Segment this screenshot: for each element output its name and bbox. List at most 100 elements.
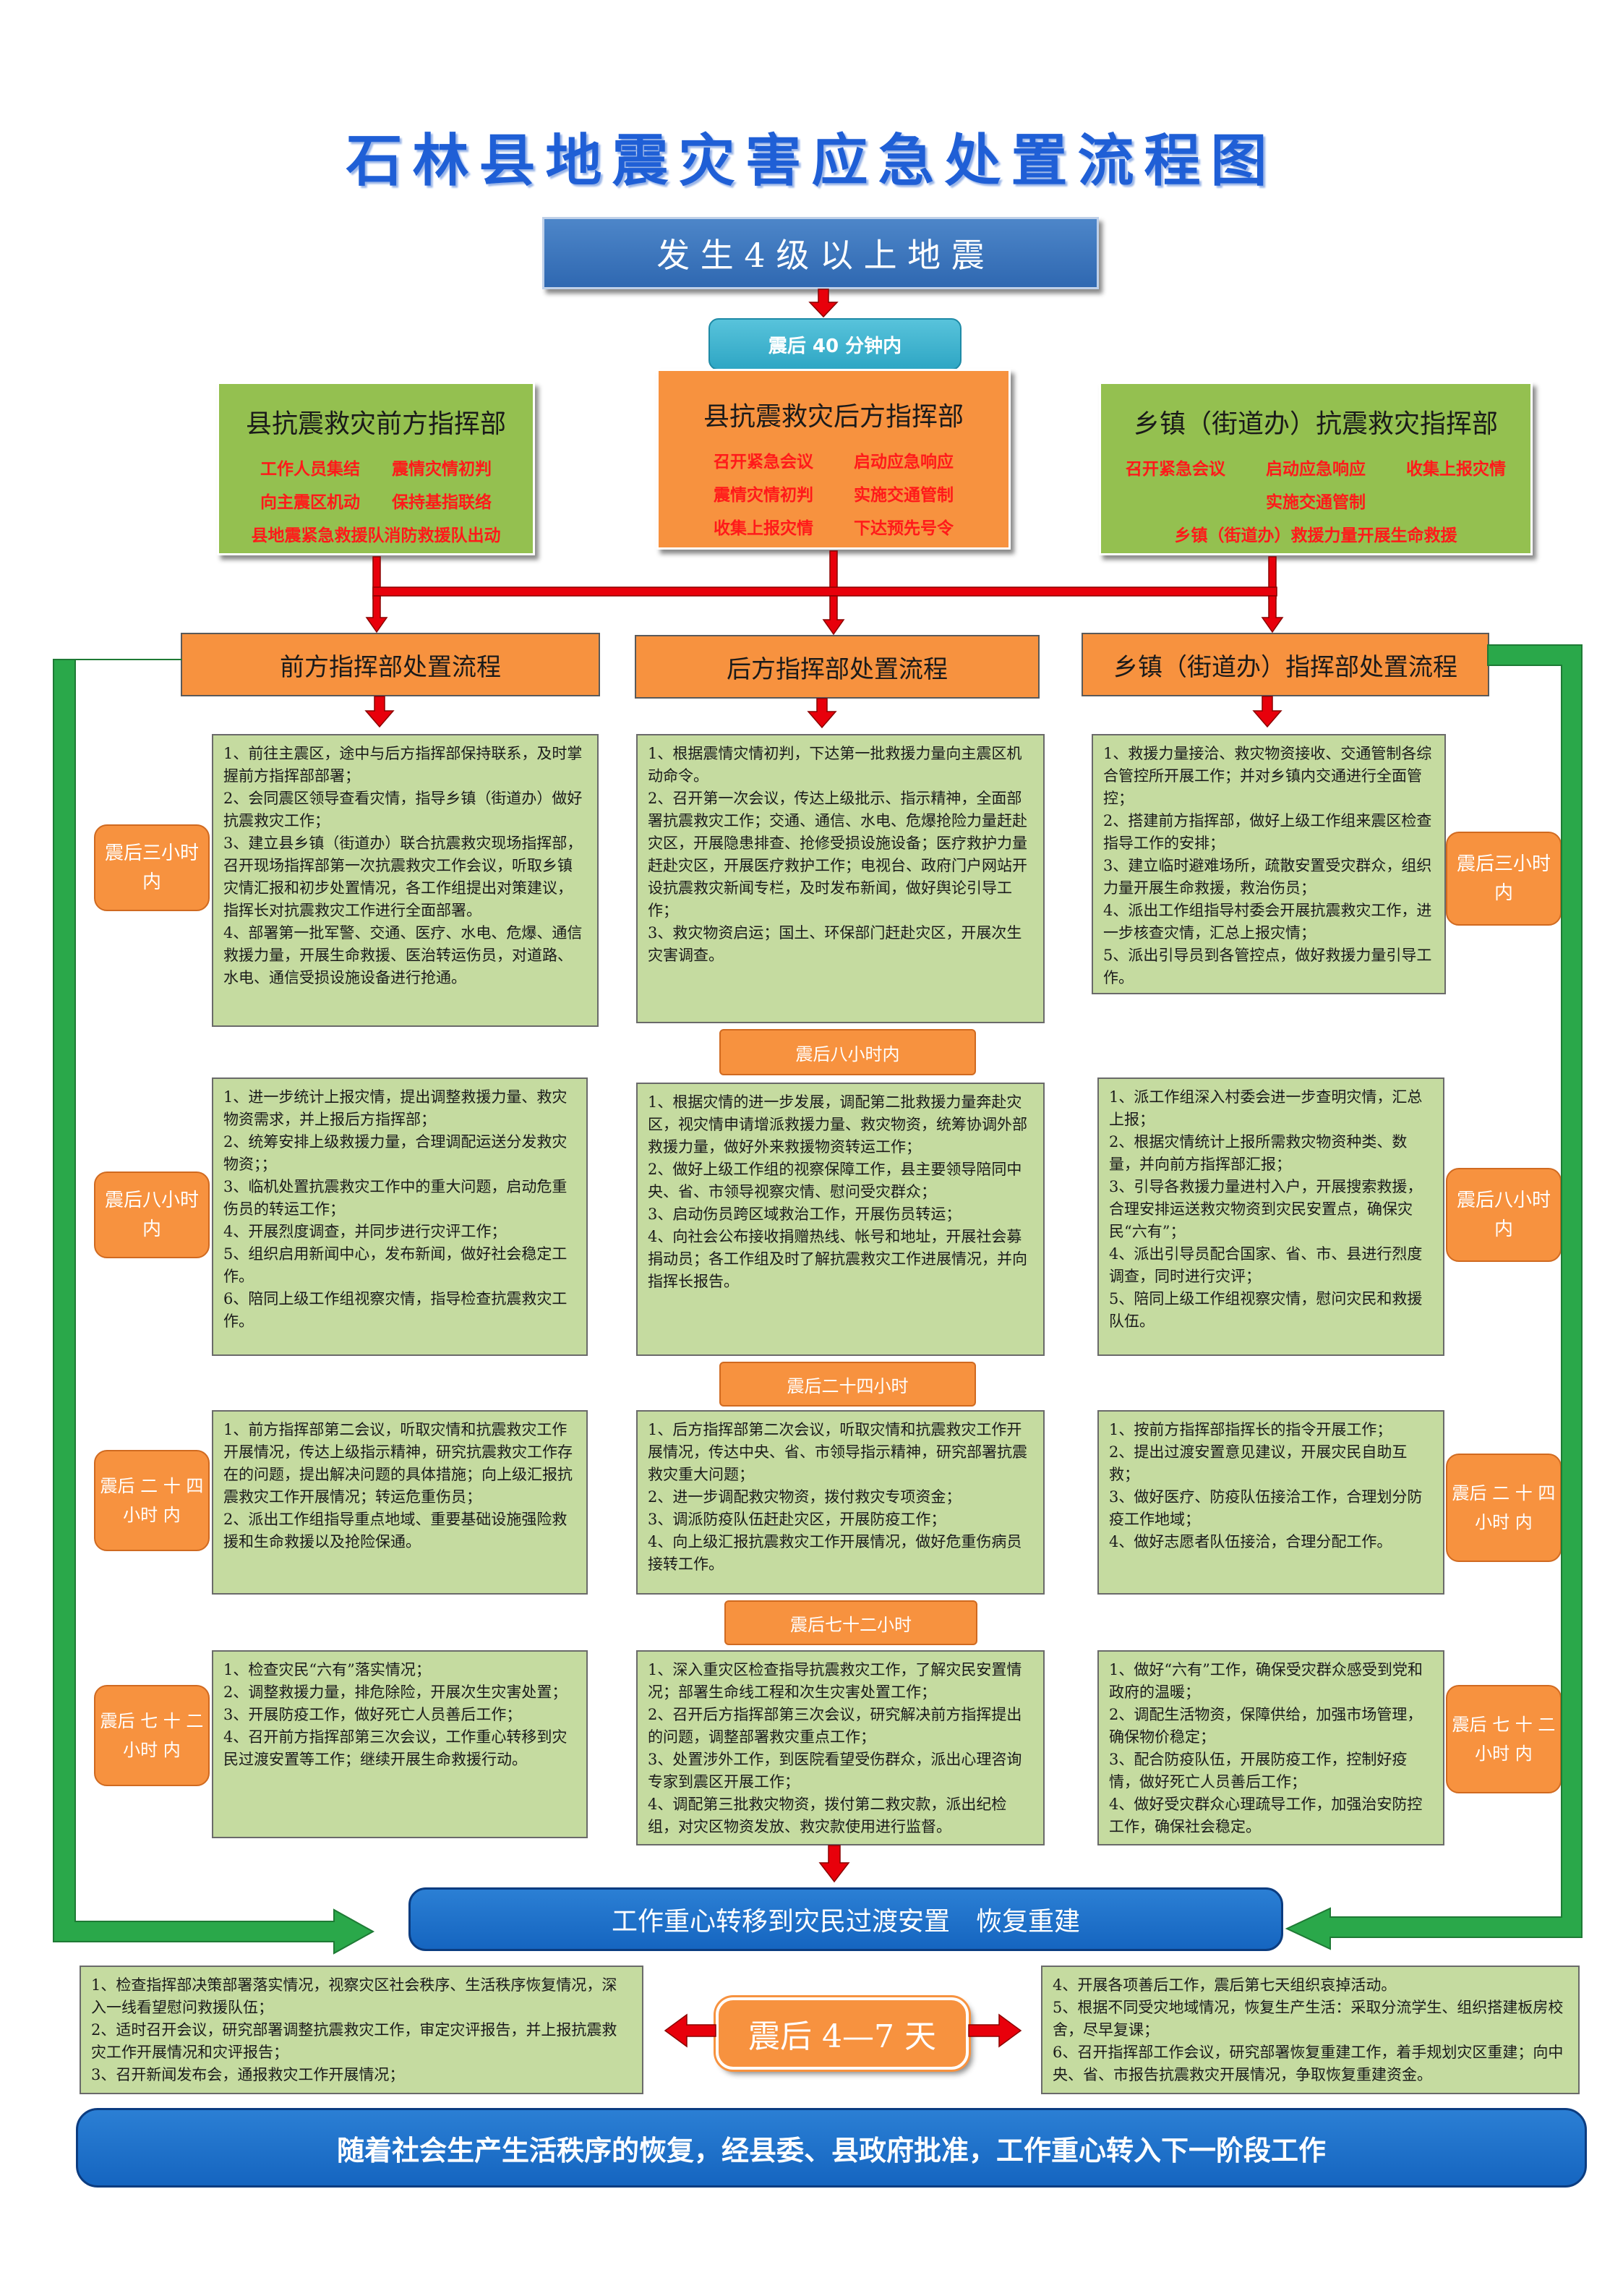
step-text: 1、根据震情灾情初判，下达第一批救援力量向主震区机动命令。 bbox=[648, 745, 1022, 785]
step-text: 1、救援力量接洽、救灾物资接收、交通管制各综合管控所开展工作；并对乡镇内交通进行… bbox=[1103, 745, 1432, 807]
step-text: 3、启动伤员跨区域救治工作，开展伤员转运； bbox=[648, 1205, 962, 1223]
step-text: 3、召开新闻发布会，通报救灾工作开展情况； bbox=[91, 2066, 405, 2083]
step-text: 1、做好“六有”工作，确保受灾群众感受到党和政府的温暖； bbox=[1109, 1661, 1423, 1701]
step-text: 3、临机处置抗震救灾工作中的重大问题，启动危重伤员的转运工作； bbox=[223, 1178, 568, 1218]
front-step-box: 1、前方指挥部第二会议，听取灾情和抗震救灾工作开展情况，传达上级指示精神，研究抗… bbox=[212, 1410, 588, 1595]
final-stage-bar: 随着社会生产生活秩序的恢复，经县委、县政府批准，工作重心转入下一阶段工作 bbox=[76, 2108, 1587, 2188]
step-text: 2、根据灾情统计上报所需救灾物资种类、数量，并向前方指挥部汇报； bbox=[1109, 1133, 1408, 1173]
time-40min-label: 震后 40 分钟内 bbox=[708, 318, 962, 370]
township-hq-box: 乡镇（街道办）抗震救灾指挥部 召开紧急会议 启动应急响应 收集上报灾情 实施交通… bbox=[1099, 382, 1533, 555]
side-badge-3h: 震后三小时内 bbox=[1446, 832, 1562, 926]
down-arrow bbox=[1261, 595, 1284, 633]
phase-tab-24h: 震后二十四小时 bbox=[719, 1362, 976, 1407]
step-text: 3、配合防疫队伍，开展防疫工作，控制好疫情，做好死亡人员善后工作； bbox=[1109, 1751, 1408, 1791]
side-badge-8h: 震后八小时内 bbox=[94, 1172, 210, 1258]
step-text: 4、部署第一批军警、交通、医疗、水电、危爆、通信救援力量，开展生命救援、医治转运… bbox=[223, 924, 583, 986]
township-hq-item: 启动应急响应 bbox=[1266, 460, 1366, 479]
rear-hq-item: 收集上报灾情 bbox=[714, 519, 813, 538]
step-text: 4、做好志愿者队伍接洽，合理分配工作。 bbox=[1109, 1533, 1392, 1550]
step-text: 2、调配生活物资，保障供给，加强市场管理，确保物价稳定； bbox=[1109, 1706, 1423, 1746]
rear-step-box: 1、根据灾情的进一步发展，调配第二批救援力量奔赴灾区，视灾情申请增派救援力量、救… bbox=[636, 1083, 1045, 1356]
step-text: 6、召开指挥部工作会议，研究部署恢复重建工作，着手规划灾区重建；向中央、省、市报… bbox=[1053, 2044, 1564, 2083]
step-text: 4、向社会公布接收捐赠热线、帐号和地址，开展社会募捐动员；各工作组及时了解抗震救… bbox=[648, 1228, 1027, 1290]
step-text: 3、引导各救援力量进村入户，开展搜索救援，合理安排运送救灾物资到灾民安置点，确保… bbox=[1109, 1178, 1423, 1240]
step-text: 2、进一步调配救灾物资，拨付救灾专项资金； bbox=[648, 1488, 962, 1506]
down-arrow bbox=[1252, 696, 1282, 728]
step-text: 5、根据不同受灾地域情况，恢复生产生活：采取分流学生、组织搭建板房校舍，尽早复课… bbox=[1053, 1999, 1564, 2039]
trigger-box: 发 生 4 级 以 上 地 震 bbox=[542, 217, 1099, 289]
down-arrow bbox=[365, 595, 388, 633]
front-hq-item: 县地震紧急救援队消防救援队出动 bbox=[251, 526, 501, 545]
phase-tab-72h: 震后七十二小时 bbox=[724, 1600, 977, 1645]
down-arrow bbox=[808, 289, 839, 318]
front-hq-item: 震情灾情初判 bbox=[392, 460, 492, 479]
front-step-box: 1、前往主震区，途中与后方指挥部保持联系，及时掌握前方指挥部部署；2、会同震区领… bbox=[212, 734, 599, 1027]
township-step-box: 1、做好“六有”工作，确保受灾群众感受到党和政府的温暖； 2、调配生活物资，保障供… bbox=[1097, 1650, 1444, 1845]
step-text: 1、检查指挥部决策部署落实情况，视察灾区社会秩序、生活秩序恢复情况，深入一线看望… bbox=[91, 1976, 617, 2016]
front-process-header: 前方指挥部处置流程 bbox=[181, 633, 600, 696]
step-text: 4、调配第三批救灾物资，拨付第二救灾款，派出纪检组，对灾区物资发放、救灾款使用进… bbox=[648, 1796, 1007, 1835]
side-badge-24h: 震后 二 十 四小时 内 bbox=[1446, 1454, 1562, 1562]
step-text: 2、调整救援力量，排危除险，开展次生灾害处置； bbox=[223, 1683, 568, 1701]
shift-focus-bar: 工作重心转移到灾民过渡安置 恢复重建 bbox=[408, 1887, 1283, 1951]
down-arrow bbox=[818, 1845, 850, 1883]
days-4-7-badge: 震后 4—7 天 bbox=[716, 1997, 969, 2070]
step-text: 1、前方指挥部第二会议，听取灾情和抗震救灾工作开展情况，传达上级指示精神，研究抗… bbox=[223, 1421, 573, 1506]
rear-hq-item: 启动应急响应 bbox=[854, 453, 954, 471]
front-step-box: 1、进一步统计上报灾情，提出调整救援力量、救灾物资需求，并上报后方指挥部；2、统… bbox=[212, 1077, 588, 1356]
front-hq-title: 县抗震救灾前方指挥部 bbox=[245, 409, 506, 439]
rear-hq-item: 召开紧急会议 bbox=[714, 453, 813, 471]
rear-process-header: 后方指挥部处置流程 bbox=[635, 635, 1040, 699]
step-text: 6、陪同上级工作组视察灾情，指导检查抗震救灾工作。 bbox=[223, 1290, 568, 1330]
phase-tab-8h: 震后八小时内 bbox=[719, 1029, 976, 1075]
township-hq-title: 乡镇（街道办）抗震救灾指挥部 bbox=[1133, 409, 1498, 439]
side-badge-3h: 震后三小时内 bbox=[94, 824, 210, 911]
step-text: 1、根据灾情的进一步发展，调配第二批救援力量奔赴灾区，视灾情申请增派救援力量、救… bbox=[648, 1093, 1027, 1156]
township-process-header: 乡镇（街道办）指挥部处置流程 bbox=[1082, 633, 1489, 696]
step-text: 1、进一步统计上报灾情，提出调整救援力量、救灾物资需求，并上报后方指挥部； bbox=[223, 1088, 568, 1128]
step-text: 4、做好受灾群众心理疏导工作，加强治安防控工作，确保社会稳定。 bbox=[1109, 1796, 1423, 1835]
township-hq-item: 实施交通管制 bbox=[1266, 493, 1366, 512]
township-hq-item: 召开紧急会议 bbox=[1126, 460, 1225, 479]
step-text: 1、后方指挥部第二次会议，听取灾情和抗震救灾工作开展情况，传达中央、省、市领导指… bbox=[648, 1421, 1027, 1483]
step-text: 4、开展烈度调查，并同步进行灾评工作； bbox=[223, 1223, 507, 1240]
connector-line bbox=[372, 586, 1277, 597]
step-text: 4、开展各项善后工作，震后第七天组织哀掉活动。 bbox=[1053, 1976, 1397, 1994]
rear-hq-box: 县抗震救灾后方指挥部 召开紧急会议 启动应急响应 震情灾情初判 实施交通管制 收… bbox=[656, 369, 1011, 550]
front-hq-item: 保持基指联络 bbox=[392, 493, 492, 512]
step-text: 1、派工作组深入村委会进一步查明灾情，汇总上报； bbox=[1109, 1088, 1423, 1128]
step-text: 2、适时召开会议，研究部署调整抗震救灾工作，审定灾评报告，并上报抗震救灾工作开展… bbox=[91, 2021, 617, 2061]
step-text: 3、调派防疫队伍赶赴灾区，开展防疫工作； bbox=[648, 1511, 946, 1528]
green-side-arrow bbox=[1285, 644, 1583, 1950]
side-badge-72h: 震后 七 十 二小时 内 bbox=[94, 1685, 210, 1786]
step-text: 4、召开前方指挥部第三次会议，工作重心转移到灾民过渡安置等工作；继续开展生命救援… bbox=[223, 1728, 568, 1768]
side-badge-8h: 震后八小时内 bbox=[1446, 1168, 1562, 1262]
side-badge-24h: 震后 二 十 四小时 内 bbox=[94, 1450, 210, 1551]
page-title: 石林县地震灾害应急处置流程图 bbox=[346, 128, 1277, 194]
rear-hq-item: 实施交通管制 bbox=[854, 486, 954, 505]
step-text: 2、召开第一次会议，传达上级批示、指示精神，全面部署抗震救灾工作；交通、通信、水… bbox=[648, 790, 1027, 919]
step-text: 2、做好上级工作组的视察保障工作，县主要领导陪同中央、省、市领导视察灾情、慰问受… bbox=[648, 1161, 1022, 1200]
down-arrow bbox=[822, 595, 845, 636]
rear-step-box: 1、根据震情灾情初判，下达第一批救援力量向主震区机动命令。 2、召开第一次会议，传… bbox=[636, 734, 1045, 1023]
step-text: 2、派出工作组指导重点地域、重要基础设施强险救援和生命救援以及抢险保通。 bbox=[223, 1511, 568, 1550]
bottom-left-box: 1、检查指挥部决策部署落实情况，视察灾区社会秩序、生活秩序恢复情况，深入一线看望… bbox=[80, 1966, 643, 2094]
step-text: 1、检查灾民“六有”落实情况； bbox=[223, 1661, 431, 1678]
township-step-box: 1、按前方指挥部指挥长的指令开展工作；2、提出过渡安置意见建议，开展灾民自助互救… bbox=[1097, 1410, 1444, 1595]
step-text: 1、按前方指挥部指挥长的指令开展工作； bbox=[1109, 1421, 1392, 1438]
left-arrow bbox=[664, 2013, 716, 2048]
step-text: 5、组织启用新闻中心，发布新闻，做好社会稳定工作。 bbox=[223, 1245, 568, 1285]
step-text: 2、召开后方指挥部第三次会议，研究解决前方指挥提出的问题，调整部署救灾重点工作； bbox=[648, 1706, 1022, 1746]
step-text: 3、开展防疫工作，做好死亡人员善后工作； bbox=[223, 1706, 522, 1723]
step-text: 5、陪同上级工作组视察灾情，慰问灾民和救援队伍。 bbox=[1109, 1290, 1423, 1330]
rear-step-box: 1、后方指挥部第二次会议，听取灾情和抗震救灾工作开展情况，传达中央、省、市领导指… bbox=[636, 1410, 1045, 1595]
step-text: 2、搭建前方指挥部，做好上级工作组来震区检查指导工作的安排； bbox=[1103, 812, 1432, 852]
step-text: 4、派出引导员配合国家、省、市、县进行烈度调查，同时进行灾评； bbox=[1109, 1245, 1423, 1285]
step-text: 5、派出引导员到各管控点，做好救援力量引导工作。 bbox=[1103, 947, 1432, 986]
rear-hq-item: 下达预先号令 bbox=[854, 519, 954, 538]
bottom-right-box: 4、开展各项善后工作，震后第七天组织哀掉活动。 5、根据不同受灾地域情况，恢复生产… bbox=[1041, 1966, 1580, 2094]
step-text: 1、前往主震区，途中与后方指挥部保持联系，及时掌握前方指挥部部署； bbox=[223, 745, 583, 785]
rear-step-box: 1、深入重灾区检查指导抗震救灾工作，了解灾民安置情况；部署生命线工程和次生灾害处… bbox=[636, 1650, 1045, 1845]
front-step-box: 1、检查灾民“六有”落实情况； 2、调整救援力量，排危除险，开展次生灾害处置； 3、… bbox=[212, 1650, 588, 1838]
